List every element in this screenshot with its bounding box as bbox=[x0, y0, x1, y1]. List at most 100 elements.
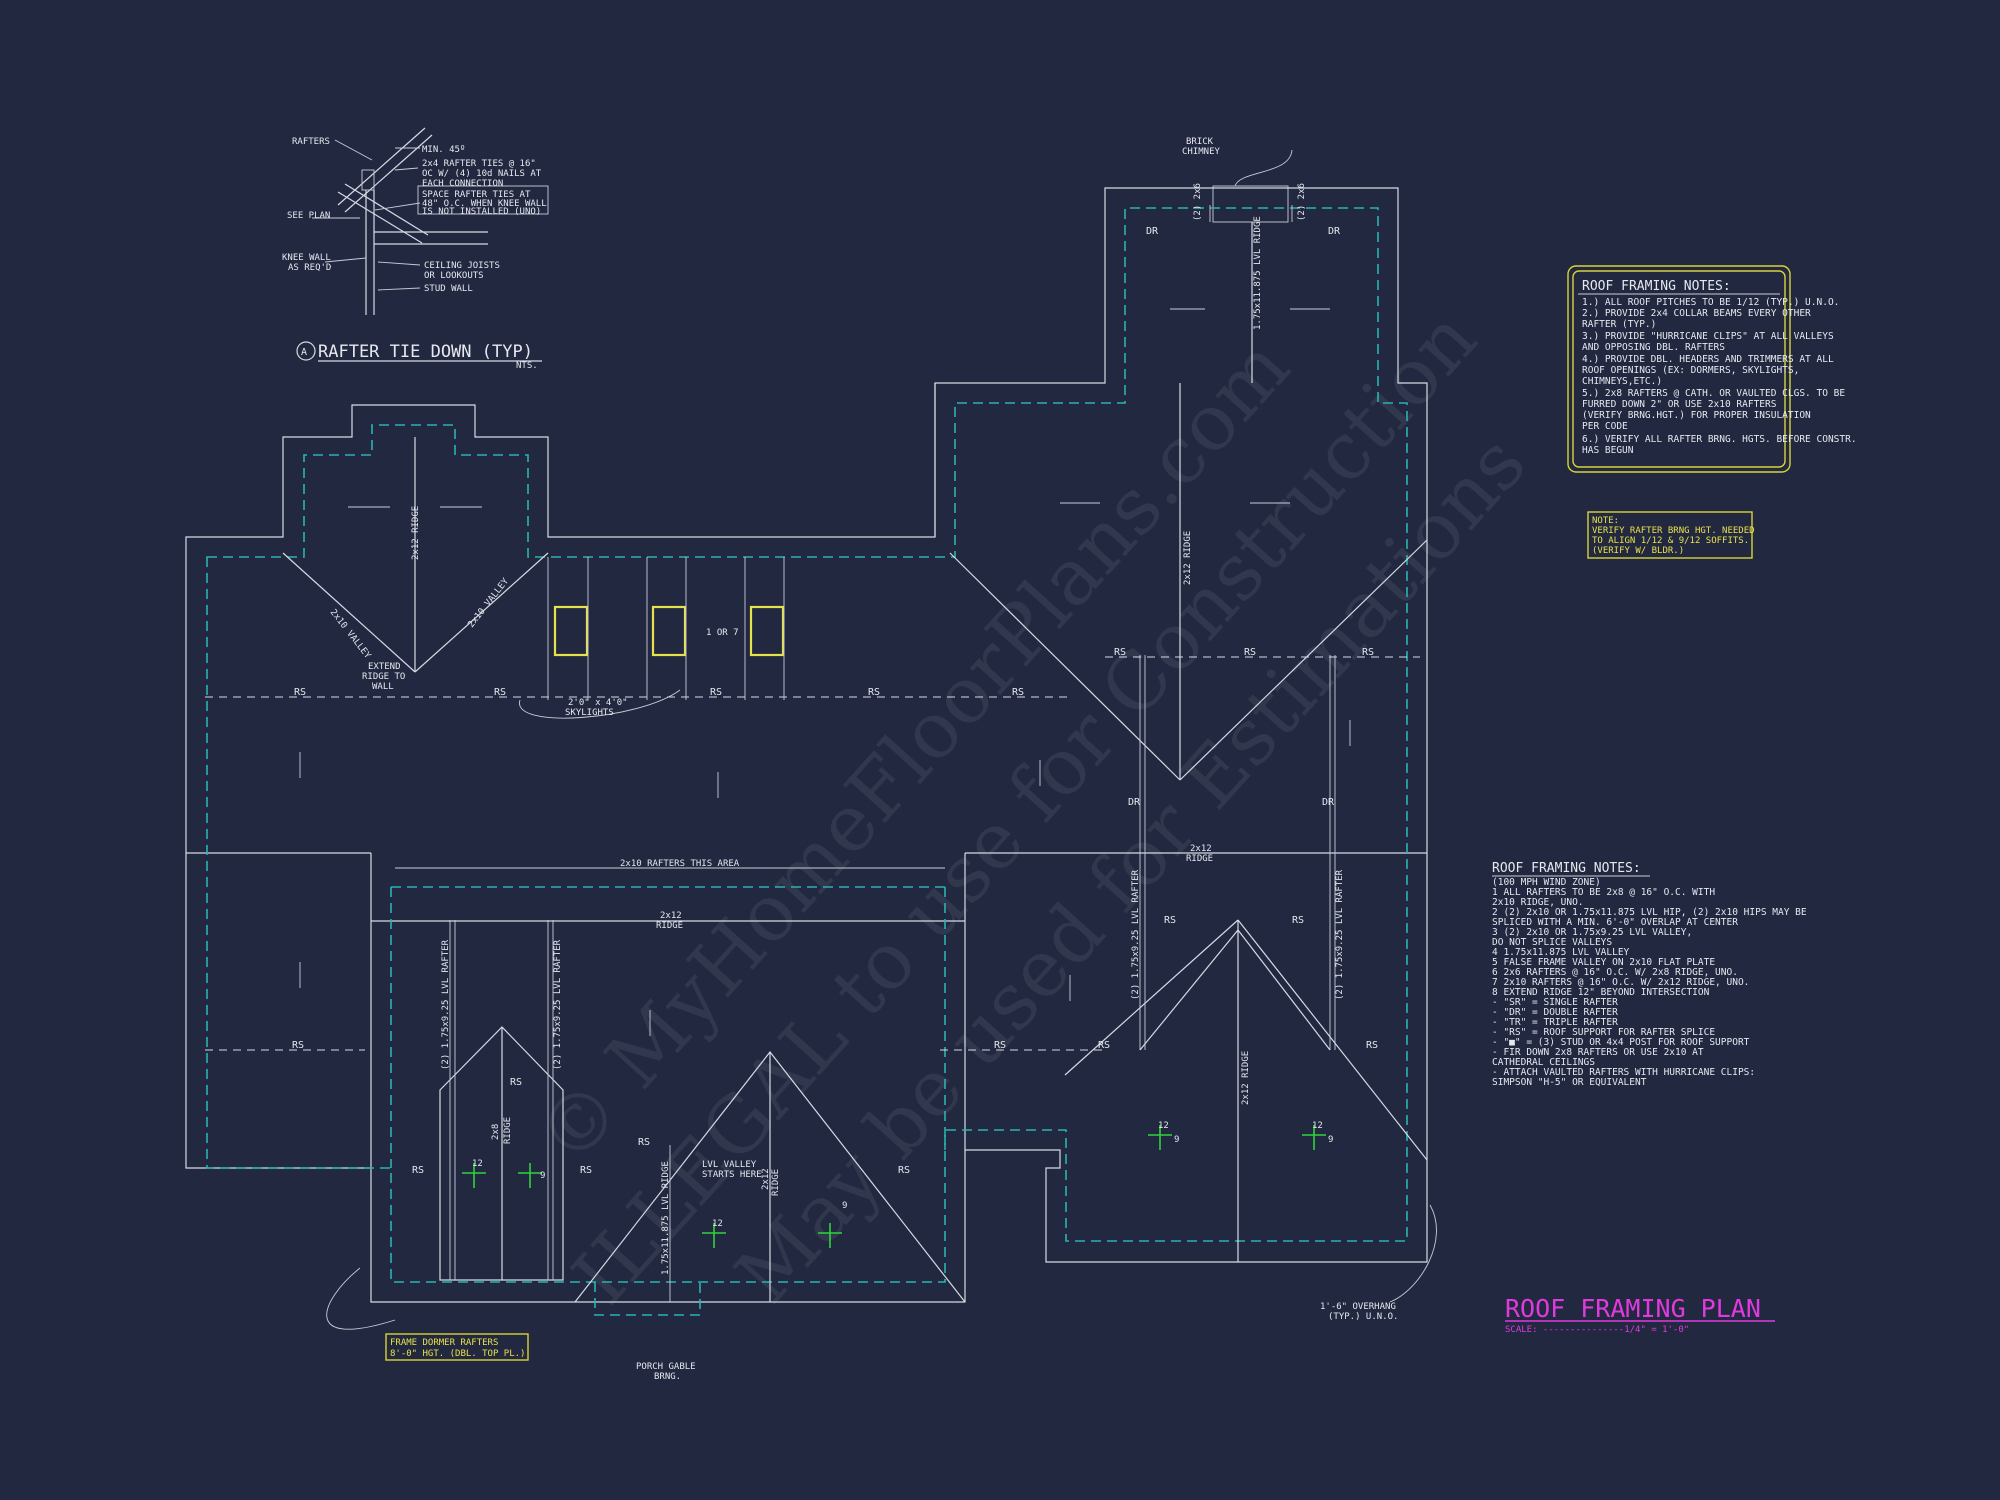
notes-list-line-17: - "■" = (3) STUD OR 4x4 POST FOR ROOF SU… bbox=[1492, 1037, 1750, 1048]
note-box-line-3: TO ALIGN 1/12 & 9/12 SOFFITS. bbox=[1592, 536, 1749, 546]
notes-list-line-7: DO NOT SPLICE VALLEYS bbox=[1492, 937, 1612, 948]
label-ridge-upper-right: 2x12 RIDGE bbox=[1183, 531, 1193, 585]
rafter-tie-down-detail: RAFTERS MIN. 45º 2x4 RAFTER TIES @ 16" O… bbox=[282, 127, 549, 371]
label-rs-17: RS bbox=[580, 1165, 592, 1176]
label-lvl-valley-2: STARTS HERE bbox=[702, 1170, 762, 1180]
watermark: © MyHomeFloorPlans.com ILLEGAL to use fo… bbox=[521, 294, 1544, 1322]
label-ridge-chimney: 1.75x11.875 LVL RIDGE bbox=[1253, 216, 1263, 330]
label-ridge-porch: RIDGE bbox=[771, 1169, 781, 1196]
label-2x12-main: 2x12 bbox=[660, 911, 682, 921]
note-box-line-2: VERIFY RAFTER BRNG HGT. NEEDED bbox=[1592, 526, 1755, 536]
notes-list-line-8: 4 1.75x11.875 LVL VALLEY bbox=[1492, 947, 1630, 958]
notes-list-line-5: SPLICED WITH A MIN. 6'-0" OVERLAP AT CEN… bbox=[1492, 917, 1738, 928]
label-rs-14: RS bbox=[1292, 915, 1304, 926]
label-frame-dormer-2: 8'-0" HGT. (DBL. TOP PL.) bbox=[390, 1349, 525, 1359]
label-rs-1: RS bbox=[294, 687, 306, 698]
label-pitch-9-a: 9 bbox=[1174, 1135, 1179, 1145]
label-lvl-rafter-4: (2) 1.75x9.25 LVL RAFTER bbox=[1335, 869, 1345, 1000]
label-dr-chimney-left: DR bbox=[1146, 226, 1159, 237]
label-dbl-2x6-right: (2) 2x6 bbox=[1297, 183, 1307, 221]
detail-label-see-plan: SEE PLAN bbox=[287, 211, 330, 221]
label-porch-1: PORCH GABLE bbox=[636, 1362, 696, 1372]
label-rs-18: RS bbox=[638, 1137, 650, 1148]
notes-list-line-16: - "RS" = ROOF SUPPORT FOR RAFTER SPLICE bbox=[1492, 1027, 1715, 1038]
label-pitch-9-d: 9 bbox=[842, 1201, 847, 1211]
label-skylights-1: 2'0" x 4'0" bbox=[568, 698, 628, 708]
notes-list-line-19: CATHEDRAL CEILINGS bbox=[1492, 1057, 1595, 1068]
detail-label-ties-2: OC W/ (4) 10d NAILS AT bbox=[422, 169, 542, 179]
notes-list-line-14: - "DR" = DOUBLE RAFTER bbox=[1492, 1007, 1618, 1018]
notes-list-title: ROOF FRAMING NOTES: bbox=[1492, 861, 1641, 876]
notes-list-line-13: - "SR" = SINGLE RAFTER bbox=[1492, 997, 1618, 1008]
label-rs-6: RS bbox=[1114, 647, 1126, 658]
label-extend-2: RIDGE TO bbox=[362, 672, 405, 682]
notes-box-line-4: 3.) PROVIDE "HURRICANE CLIPS" AT ALL VAL… bbox=[1582, 331, 1834, 342]
label-pitch-12-a: 12 bbox=[1158, 1121, 1169, 1131]
label-pitch-12-c: 12 bbox=[472, 1159, 483, 1169]
label-2x12-porch: 2x12 bbox=[761, 1168, 771, 1190]
label-ridge-mid: RIDGE bbox=[1186, 854, 1213, 864]
detail-label-rafters: RAFTERS bbox=[292, 137, 330, 147]
wall-line bbox=[206, 207, 1408, 1316]
notes-list-line-15: - "TR" = TRIPLE RAFTER bbox=[1492, 1017, 1618, 1028]
detail-label-knee-1: KNEE WALL bbox=[282, 253, 331, 263]
notes-box-line-12: PER CODE bbox=[1582, 421, 1628, 432]
notes-list-line-6: 3 (2) 2x10 OR 1.75x9.25 LVL VALLEY, bbox=[1492, 927, 1692, 938]
roof-outline bbox=[185, 185, 1428, 1303]
label-brick-chimney-1: BRICK bbox=[1186, 137, 1214, 147]
label-dr-chimney-right: DR bbox=[1328, 226, 1341, 237]
notes-list-line-1: (100 MPH WIND ZONE) bbox=[1492, 877, 1601, 888]
notes-list-line-4: 2 (2) 2x10 OR 1.75x11.875 LVL HIP, (2) 2… bbox=[1492, 907, 1807, 918]
label-brick-chimney-2: CHIMNEY bbox=[1182, 147, 1221, 157]
notes-list-line-18: - FIR DOWN 2x8 RAFTERS OR USE 2x10 AT bbox=[1492, 1047, 1704, 1058]
label-pitch-12-b: 12 bbox=[1312, 1121, 1323, 1131]
notes-list-line-20: - ATTACH VAULTED RAFTERS WITH HURRICANE … bbox=[1492, 1067, 1755, 1078]
notes-box-line-11: (VERIFY BRNG.HGT.) FOR PROPER INSULATION bbox=[1582, 410, 1811, 421]
detail-label-ceiling-2: OR LOOKOUTS bbox=[424, 271, 484, 281]
label-ridge-left-gable: 2x12 RIDGE bbox=[411, 506, 421, 560]
label-valley-left: 2x10 VALLEY bbox=[328, 608, 373, 662]
label-rs-16: RS bbox=[412, 1165, 424, 1176]
label-rs-19: RS bbox=[898, 1165, 910, 1176]
detail-title: RAFTER TIE DOWN (TYP) bbox=[318, 342, 533, 362]
notes-box-line-9: 5.) 2x8 RAFTERS @ CATH. OR VAULTED CLGS.… bbox=[1582, 388, 1845, 399]
notes-box-line-13: 6.) VERIFY ALL RAFTER BRNG. HGTS. BEFORE… bbox=[1582, 434, 1857, 445]
note-box-line-4: (VERIFY W/ BLDR.) bbox=[1592, 546, 1684, 556]
plan-labels: BRICK CHIMNEY DR DR DR DR RS RS RS RS RS… bbox=[292, 137, 1398, 1382]
note-box: NOTE: VERIFY RAFTER BRNG HGT. NEEDED TO … bbox=[1587, 511, 1755, 559]
label-pitch-9-b: 9 bbox=[1328, 1135, 1333, 1145]
label-extend-1: EXTEND bbox=[368, 662, 401, 672]
label-rs-10: RS bbox=[994, 1040, 1006, 1051]
label-ridge-lower-right: 2x12 RIDGE bbox=[1241, 1051, 1251, 1105]
plan-title: ROOF FRAMING PLAN bbox=[1505, 1294, 1761, 1323]
plan-scale: SCALE: ---------------1/4" = 1'-0" bbox=[1505, 1325, 1689, 1335]
label-overhang-2: (TYP.) U.N.O. bbox=[1328, 1312, 1398, 1322]
label-extend-3: WALL bbox=[372, 682, 394, 692]
label-dr-right-2: DR bbox=[1322, 797, 1335, 808]
notes-box-line-3: RAFTER (TYP.) bbox=[1582, 319, 1656, 330]
label-rs-4: RS bbox=[868, 687, 880, 698]
label-porch-2: BRNG. bbox=[654, 1372, 681, 1382]
notes-box-line-14: HAS BEGUN bbox=[1582, 445, 1634, 456]
notes-box-line-5: AND OPPOSING DBL. RAFTERS bbox=[1582, 342, 1725, 353]
label-2x8-dormer: 2x8 bbox=[491, 1124, 501, 1140]
notes-list-line-10: 6 2x6 RAFTERS @ 16" O.C. W/ 2x8 RIDGE, U… bbox=[1492, 967, 1738, 978]
label-overhang-1: 1'-6" OVERHANG bbox=[1320, 1302, 1396, 1312]
notes-box-title: ROOF FRAMING NOTES: bbox=[1582, 279, 1731, 294]
detail-nts: NTS. bbox=[516, 361, 538, 371]
label-rafters-area: 2x10 RAFTERS THIS AREA bbox=[620, 859, 740, 869]
notes-list-line-12: 8 EXTEND RIDGE 12" BEYOND INTERSECTION bbox=[1492, 987, 1710, 998]
label-rs-7: RS bbox=[1244, 647, 1256, 658]
label-or7: 1 OR 7 bbox=[706, 628, 739, 638]
detail-label-space-2: 48" O.C. WHEN KNEE WALL bbox=[422, 199, 547, 209]
label-rs-5: RS bbox=[1012, 687, 1024, 698]
detail-label-ties-1: 2x4 RAFTER TIES @ 16" bbox=[422, 159, 536, 169]
label-rs-2: RS bbox=[494, 687, 506, 698]
label-pitch-12-d: 12 bbox=[712, 1219, 723, 1229]
notes-box-line-6: 4.) PROVIDE DBL. HEADERS AND TRIMMERS AT… bbox=[1582, 354, 1834, 365]
roof-framing-notes-box: ROOF FRAMING NOTES: 1.) ALL ROOF PITCHES… bbox=[1567, 265, 1857, 473]
label-dbl-2x6-left: (2) 2x6 bbox=[1193, 183, 1203, 221]
label-lvl-rafter-3: (2) 1.75x9.25 LVL RAFTER bbox=[1131, 869, 1141, 1000]
